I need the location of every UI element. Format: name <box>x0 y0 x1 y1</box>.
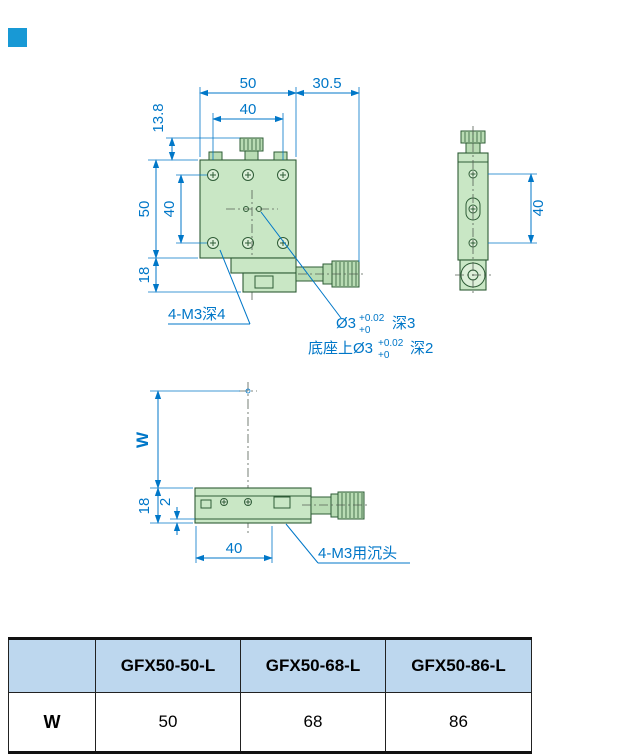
dim-top-hole-spacing: 40 <box>240 101 257 118</box>
base-pin-hole-prefix: 底座上Ø3 <box>308 340 373 357</box>
dim-profile-height: 18 <box>136 498 153 515</box>
dim-base-height: 18 <box>136 267 153 284</box>
spec-table: GFX50-50-L GFX50-68-L GFX50-86-L W 50 68… <box>8 637 532 754</box>
dim-profile-hole-spacing: 40 <box>226 540 243 557</box>
dimensions-front: 50 30.5 40 13.8 50 40 <box>136 75 547 293</box>
reference-center-mark <box>239 382 257 400</box>
technical-drawing: 50 30.5 40 13.8 50 40 <box>133 75 547 564</box>
dim-top-right: 30.5 <box>312 75 341 92</box>
side-view <box>455 126 491 296</box>
countersink-note: 4-M3用沉头 <box>318 545 397 562</box>
spec-value-3: 86 <box>385 692 532 753</box>
dim-knob-height: 13.8 <box>150 103 167 132</box>
spec-header-row: GFX50-50-L GFX50-68-L GFX50-86-L <box>8 638 532 693</box>
dim-left-height: 50 <box>136 201 153 218</box>
base-pin-hole-tol-lower: +0 <box>378 350 390 361</box>
dim-left-hole-spacing: 40 <box>161 201 178 218</box>
dimensions-profile: W 18 2 40 4-M3用沉头 <box>133 390 410 564</box>
dim-w: W <box>133 431 152 448</box>
dim-side-hole-spacing: 40 <box>530 200 547 217</box>
dim-top-width: 50 <box>240 75 257 92</box>
pin-hole-suffix: 深3 <box>392 315 415 332</box>
profile-body <box>194 487 312 524</box>
spec-header-blank <box>8 638 96 693</box>
spec-header-model-3: GFX50-86-L <box>385 638 532 693</box>
spec-header-model-2: GFX50-68-L <box>240 638 386 693</box>
base-pin-hole-tol-upper: +0.02 <box>378 338 404 349</box>
spec-value-2: 68 <box>240 692 386 753</box>
adjust-knob <box>239 137 264 161</box>
tap-note: 4-M3深4 <box>168 306 226 323</box>
spec-header-model-1: GFX50-50-L <box>95 638 241 693</box>
annotations-front: 4-M3深4 Ø3 +0.02 +0 深3 底座上Ø3 +0.02 +0 深2 <box>168 211 433 361</box>
base-pin-hole-suffix: 深2 <box>410 340 433 357</box>
mounting-screws <box>207 169 289 249</box>
front-view <box>199 137 366 300</box>
profile-micrometer <box>302 491 370 520</box>
profile-view <box>194 382 370 534</box>
spec-value-1: 50 <box>95 692 241 753</box>
spec-row-w: W 50 68 86 <box>8 692 532 753</box>
pin-hole-prefix: Ø3 <box>336 315 356 332</box>
pin-hole-tol-lower: +0 <box>359 325 371 336</box>
micrometer-front <box>230 257 366 293</box>
spec-row-label: W <box>8 692 96 753</box>
pin-hole-tol-upper: +0.02 <box>359 313 385 324</box>
brand-square-icon <box>8 28 27 47</box>
dim-plate-thickness: 2 <box>157 498 174 506</box>
